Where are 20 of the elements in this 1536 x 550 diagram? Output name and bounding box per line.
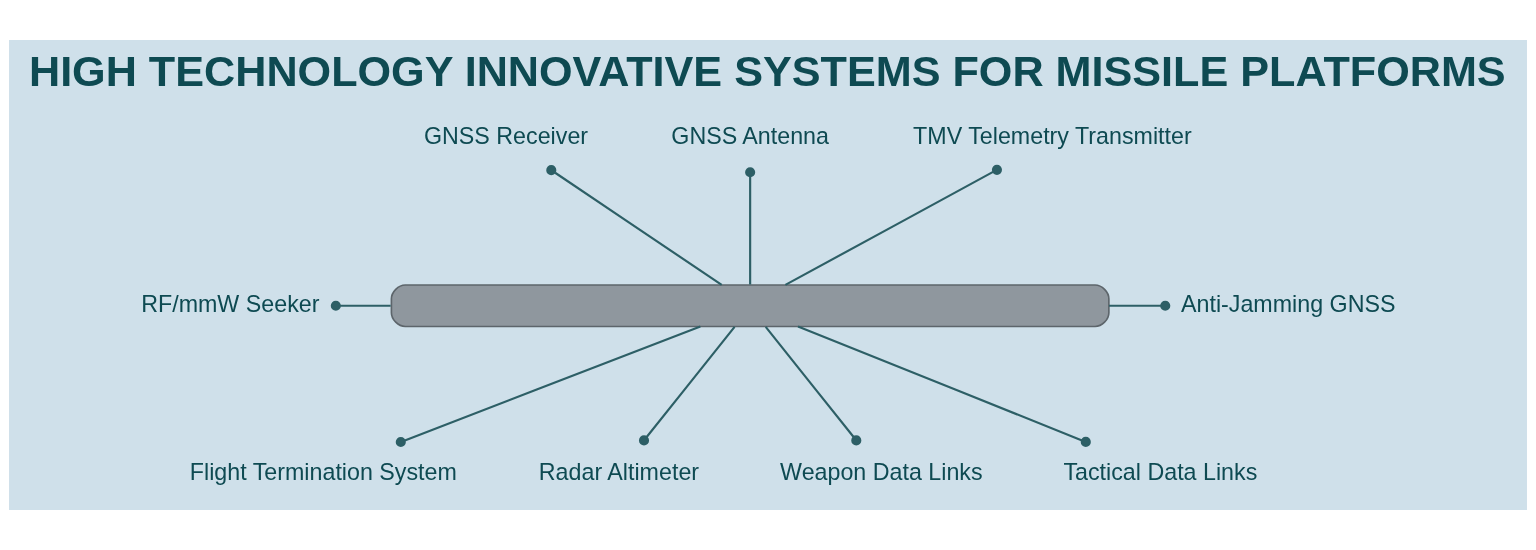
node-text: GNSS Receiver — [423, 123, 589, 150]
connector — [330, 300, 391, 311]
connector — [546, 165, 723, 286]
node-text: Anti-Jamming GNSS — [1181, 290, 1396, 317]
node-text: Tactical Data Links — [1063, 458, 1258, 485]
connector — [797, 325, 1091, 447]
node-text: Radar Altimeter — [538, 458, 700, 485]
node-bar — [390, 284, 1110, 328]
diagram-title: HIGH TECHNOLOGY INNOVATIVE SYSTEMS FOR MISSILE PLATFORMS — [28, 47, 1506, 96]
connector — [1109, 300, 1171, 311]
node-text: TMV Telemetry Transmitter — [913, 123, 1192, 150]
connector — [784, 164, 1002, 286]
node-text: Weapon Data Links — [780, 458, 983, 485]
node-text: RF/mmW Seeker — [141, 290, 320, 317]
node-text: GNSS Antenna — [671, 123, 829, 150]
connector — [638, 326, 736, 446]
node-text: Flight Termination System — [189, 458, 457, 485]
connector — [395, 325, 701, 447]
connector — [745, 167, 756, 285]
connector — [764, 326, 862, 446]
